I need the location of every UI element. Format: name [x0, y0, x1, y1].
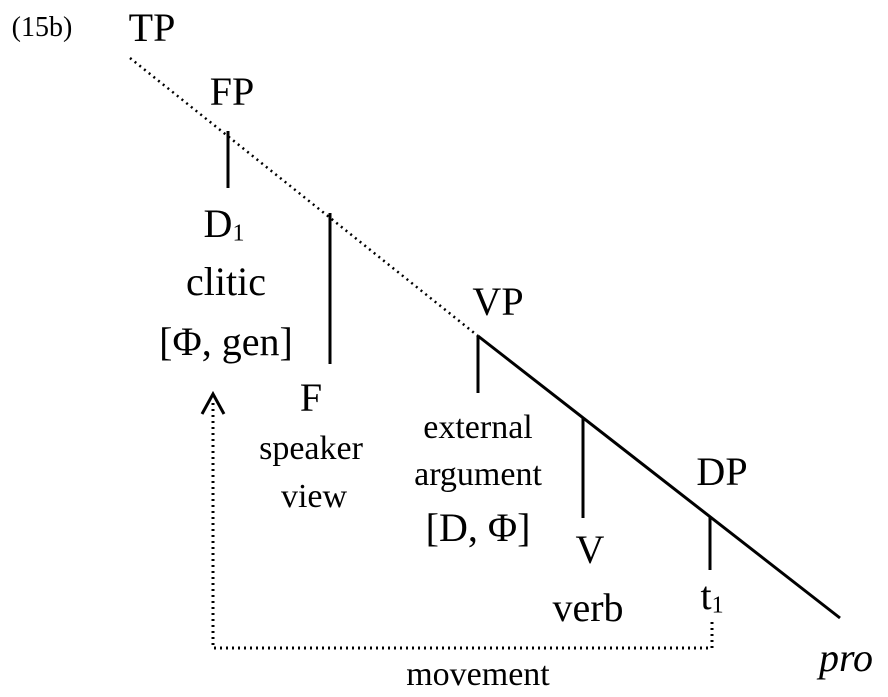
- view-label: view: [280, 478, 348, 515]
- spine-dotted: [129, 57, 479, 337]
- ext-features: [D, Φ]: [425, 505, 531, 550]
- d-label: D: [203, 201, 233, 246]
- node-fp: FP: [209, 69, 255, 114]
- movement-label: movement: [406, 656, 550, 693]
- verb-label: verb: [552, 585, 624, 630]
- node-dp: DP: [696, 449, 748, 494]
- spine-solid: [477, 334, 841, 620]
- node-pro: pro: [818, 635, 874, 680]
- trace-t1: t1: [700, 576, 723, 618]
- trace-index: 1: [711, 592, 724, 619]
- argument-label: argument: [414, 456, 542, 493]
- example-number: (15b): [11, 12, 73, 43]
- movement-arrowhead: [200, 390, 226, 415]
- movement-path: [211, 402, 714, 650]
- clitic-label: clitic: [186, 259, 266, 304]
- node-f: F: [299, 375, 323, 420]
- d-index: 1: [232, 220, 245, 247]
- d-features: [Φ, gen]: [159, 319, 293, 364]
- node-vp: VP: [472, 279, 524, 324]
- trace-label: t: [700, 573, 712, 618]
- node-tp: TP: [128, 5, 176, 50]
- speaker-label: speaker: [259, 430, 363, 467]
- node-v: V: [575, 527, 605, 572]
- node-d1: D1: [204, 204, 245, 246]
- external-label: external: [423, 409, 533, 446]
